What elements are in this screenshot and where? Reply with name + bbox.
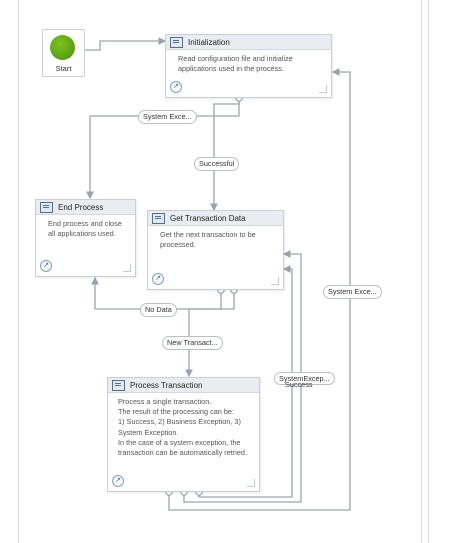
expand-icon[interactable]: ↗ xyxy=(40,260,52,272)
state-icon xyxy=(170,36,183,48)
state-header: End Process xyxy=(36,200,135,215)
wire-process-to-init xyxy=(168,68,351,511)
wire-start-to-init xyxy=(83,37,167,51)
resize-grip-icon[interactable] xyxy=(319,85,327,93)
expand-icon[interactable]: ↗ xyxy=(170,81,182,93)
resize-grip-icon[interactable] xyxy=(247,479,255,487)
state-title: End Process xyxy=(58,202,104,212)
transition-label-system-exception-process[interactable]: SystemExcep... xyxy=(274,372,335,385)
transition-label-no-data[interactable]: No Data xyxy=(140,303,177,317)
start-node[interactable]: Start xyxy=(42,29,85,77)
state-header: Initialization xyxy=(166,35,331,50)
transition-label-system-exception-init[interactable]: System Exce... xyxy=(138,110,197,124)
state-title: Process Transaction xyxy=(130,380,203,390)
state-icon xyxy=(112,379,125,391)
transition-label-success[interactable]: Success xyxy=(285,380,313,389)
state-title: Get Transaction Data xyxy=(170,213,246,223)
panel-divider xyxy=(428,0,429,543)
state-process-transaction[interactable]: Process Transaction Process a single tra… xyxy=(107,377,260,492)
state-icon xyxy=(40,201,53,213)
state-description: Read configuration file and initialize a… xyxy=(178,54,293,74)
start-label: Start xyxy=(55,64,72,73)
state-header: Process Transaction xyxy=(108,378,259,393)
expand-icon[interactable]: ↗ xyxy=(112,475,124,487)
state-description: End process and close all applications u… xyxy=(48,219,122,239)
expand-icon[interactable]: ↗ xyxy=(152,273,164,285)
transition-label-new-transaction[interactable]: New Transact... xyxy=(162,336,223,350)
state-description: Get the next transaction to be processed… xyxy=(160,230,256,250)
wire-get-to-process xyxy=(185,290,235,378)
resize-grip-icon[interactable] xyxy=(271,277,279,285)
wire-process-sysexc xyxy=(183,250,302,503)
state-description: Process a single transaction. The result… xyxy=(118,397,247,458)
state-header: Get Transaction Data xyxy=(148,211,283,226)
state-get-transaction-data[interactable]: Get Transaction Data Get the next transa… xyxy=(147,210,284,290)
resize-grip-icon[interactable] xyxy=(123,264,131,272)
transition-label-successful[interactable]: Successful xyxy=(194,157,240,171)
state-icon xyxy=(152,212,165,224)
state-end-process[interactable]: End Process End process and close all ap… xyxy=(35,199,136,277)
start-circle-icon xyxy=(50,35,75,60)
wire-init-to-get xyxy=(210,101,240,212)
state-title: Initialization xyxy=(188,37,230,47)
state-initialization[interactable]: Initialization Read configuration file a… xyxy=(165,34,332,98)
transition-label-system-exception-right[interactable]: System Exce... xyxy=(323,285,382,299)
